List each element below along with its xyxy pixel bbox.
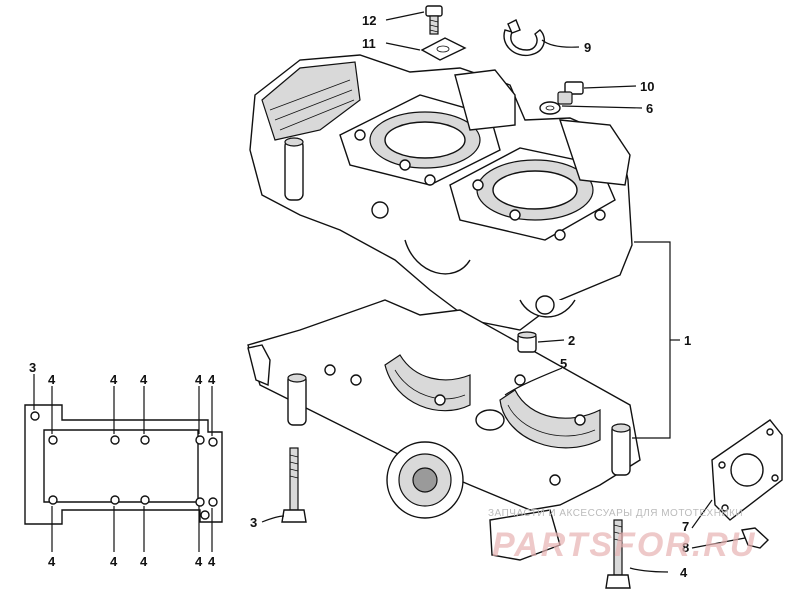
callout-4-gasket-top-2: 4 <box>110 372 118 387</box>
callout-4-gasket-top-3: 4 <box>140 372 148 387</box>
callout-labels: 12 11 9 10 6 2 1 5 3 4 4 4 4 4 4 4 4 4 4… <box>29 13 691 580</box>
flange-gasket-7 <box>711 419 783 521</box>
washer-6 <box>539 101 561 115</box>
callout-4-gasket-bottom-1: 4 <box>48 554 56 569</box>
clamp-9 <box>503 19 546 57</box>
callout-4-gasket-bottom-3: 4 <box>140 554 148 569</box>
callout-4-gasket-bottom-4: 4 <box>195 554 203 569</box>
gasket-11 <box>420 37 467 61</box>
bolt-8 <box>741 527 770 549</box>
dowel-2 <box>517 331 537 353</box>
callout-3-bolt: 3 <box>250 515 257 530</box>
callout-4-gasket-top-5: 4 <box>208 372 216 387</box>
watermark-text: ЗАПЧАСТИ И АКСЕССУАРЫ ДЛЯ МОТОТЕХНИКИ <box>488 508 743 519</box>
callout-3-gasket: 3 <box>29 360 36 375</box>
leader-lines <box>33 11 746 573</box>
callout-1: 1 <box>684 333 691 348</box>
bolt-4 <box>605 519 631 589</box>
callout-7: 7 <box>682 519 689 534</box>
watermark-logo: PARTSFOR.RU <box>492 526 756 564</box>
callout-4-gasket-bottom-5: 4 <box>208 554 216 569</box>
callout-12: 12 <box>362 13 376 28</box>
callout-8: 8 <box>682 540 689 555</box>
callout-6: 6 <box>646 101 653 116</box>
callout-2: 2 <box>568 333 575 348</box>
callout-4-bolt: 4 <box>680 565 688 580</box>
callout-4-gasket-top-1: 4 <box>48 372 56 387</box>
lower-crankcase <box>247 299 641 561</box>
callout-4-gasket-top-4: 4 <box>195 372 203 387</box>
bolt-12 <box>425 5 443 35</box>
base-gasket <box>24 404 223 525</box>
watermark: ЗАПЧАСТИ И АКСЕССУАРЫ ДЛЯ МОТОТЕХНИКИ PA… <box>488 508 756 564</box>
callout-9: 9 <box>584 40 591 55</box>
callout-11: 11 <box>362 36 376 51</box>
callout-4-gasket-bottom-2: 4 <box>110 554 118 569</box>
callout-10: 10 <box>640 79 654 94</box>
bolt-3 <box>281 447 307 523</box>
upper-crankcase <box>249 54 633 331</box>
plug-10 <box>557 81 584 105</box>
callout-5: 5 <box>560 356 567 371</box>
